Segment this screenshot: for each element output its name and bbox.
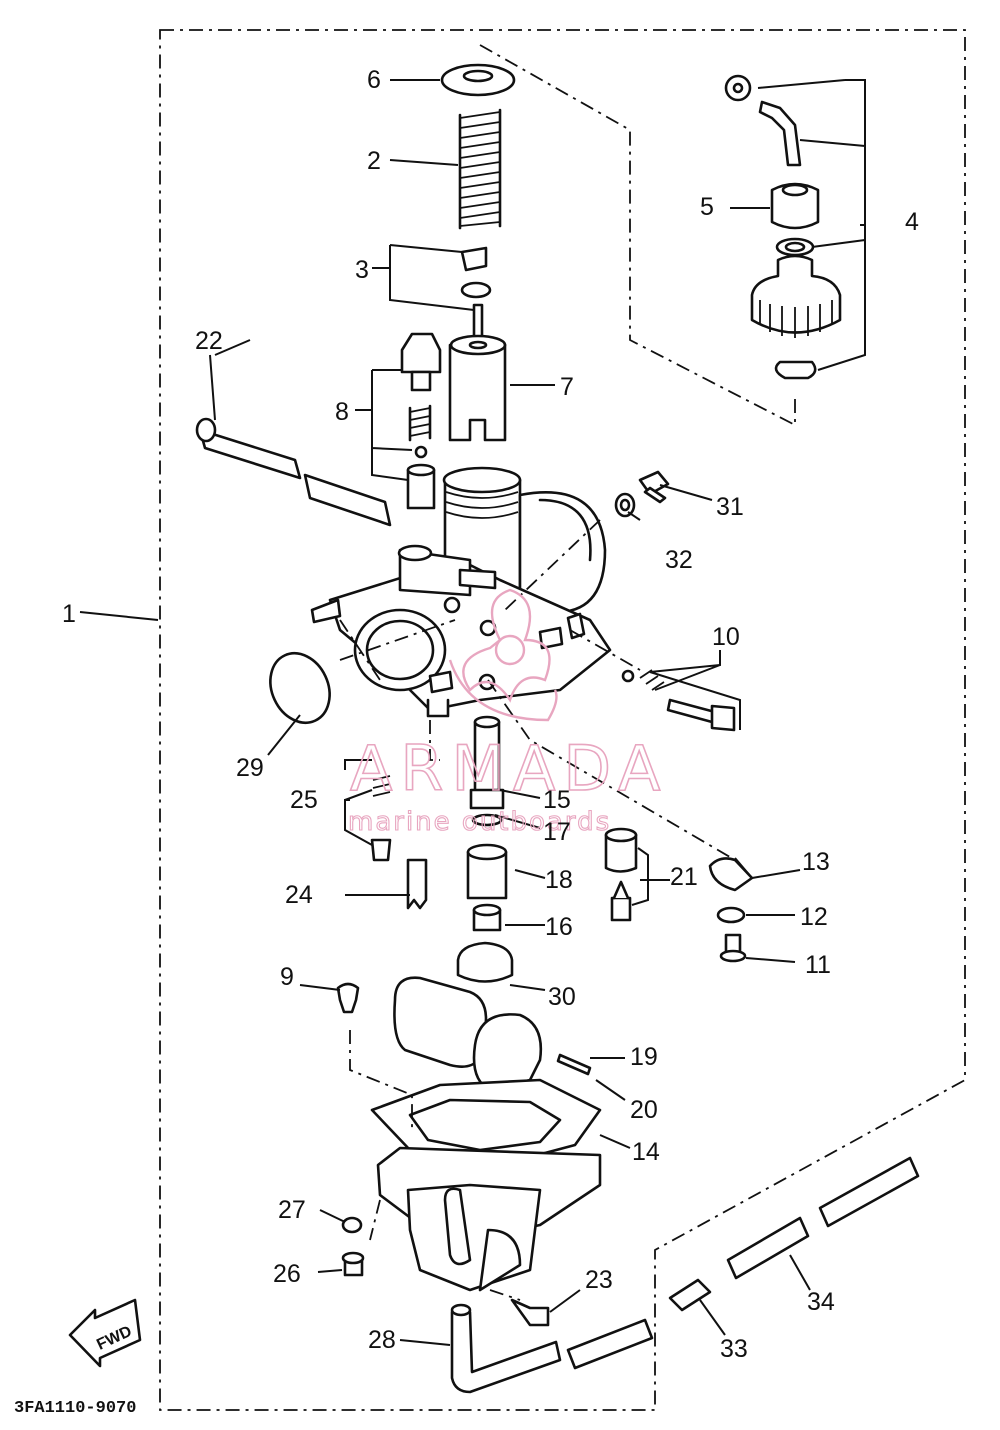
- watermark-tagline: marine outboards: [348, 807, 611, 837]
- pilot-screw-part: [400, 332, 442, 510]
- drain-bolt-part: [341, 1216, 365, 1277]
- callout-32: 32: [665, 546, 693, 574]
- drain-hose-part: [450, 1303, 654, 1394]
- float-pin-part: [556, 1053, 592, 1076]
- float-bowl-part: [370, 1078, 602, 1292]
- cap-screw-part: [614, 470, 670, 518]
- callout-22: 22: [195, 327, 223, 355]
- callout-21: 21: [670, 863, 698, 891]
- drawing-code: 3FA1110-9070: [14, 1399, 136, 1418]
- callout-28: 28: [368, 1326, 396, 1354]
- callout-labels: 1 2 3 4 5 6 7 8 9 10 11 12 13 14 15 16 1…: [62, 66, 919, 1363]
- callout-6: 6: [367, 66, 381, 94]
- callout-1: 1: [62, 600, 76, 628]
- callout-9: 9: [280, 963, 294, 991]
- carburetor-body-part: [310, 466, 612, 718]
- callout-25: 25: [290, 786, 318, 814]
- needle-jet-part: [466, 715, 508, 932]
- vent-hose-part: [195, 417, 392, 527]
- carb-cap-assembly-part: [724, 74, 842, 380]
- callout-24: 24: [285, 881, 313, 909]
- callout-15: 15: [543, 786, 571, 814]
- throttle-valve-part: [448, 303, 507, 442]
- throttle-stop-screw-part: [621, 669, 736, 732]
- routing-dashes: [339, 519, 736, 1301]
- callout-20: 20: [630, 1096, 658, 1124]
- float-cap-part: [456, 941, 514, 983]
- callout-29: 29: [236, 754, 264, 782]
- callout-3: 3: [355, 256, 369, 284]
- callout-4: 4: [905, 208, 919, 236]
- callout-17: 17: [543, 818, 571, 846]
- callout-5: 5: [700, 193, 714, 221]
- watermark-logo: ARMADA marine outboards: [347, 588, 668, 838]
- throttle-spring-part: [458, 108, 502, 230]
- starter-plunger-part: [370, 775, 428, 910]
- callout-19: 19: [630, 1043, 658, 1071]
- callout-7: 7: [560, 373, 574, 401]
- callout-33: 33: [720, 1335, 748, 1363]
- callout-14: 14: [632, 1138, 660, 1166]
- callout-10: 10: [712, 623, 740, 651]
- callout-11: 11: [805, 951, 831, 979]
- callout-2: 2: [367, 147, 381, 175]
- leader-lines: [79, 79, 866, 1346]
- assembly-boundary: [159, 29, 966, 1411]
- callout-27: 27: [278, 1196, 306, 1224]
- bracket-plate-part: [708, 857, 754, 963]
- callout-31: 31: [716, 493, 744, 521]
- cap-group-line: [479, 44, 796, 427]
- callout-13: 13: [802, 848, 830, 876]
- callout-23: 23: [585, 1266, 613, 1294]
- callout-26: 26: [273, 1260, 301, 1288]
- callout-8: 8: [335, 398, 349, 426]
- o-ring-part: [269, 651, 331, 725]
- needle-clip-part: [460, 246, 492, 299]
- callout-30: 30: [548, 983, 576, 1011]
- callout-16: 16: [545, 913, 573, 941]
- watermark-brand: ARMADA: [350, 732, 668, 805]
- float-part: [393, 976, 543, 1092]
- callout-18: 18: [545, 866, 573, 894]
- hose-joint-part: [668, 1156, 920, 1312]
- callout-34: 34: [807, 1288, 835, 1316]
- drain-screw-part: [336, 982, 360, 1014]
- needle-valve-part: [604, 827, 638, 922]
- forward-arrow-icon: FWD: [68, 1298, 142, 1368]
- washer-part: [440, 63, 516, 97]
- air-screw-part: [510, 1298, 550, 1327]
- callout-12: 12: [800, 903, 828, 931]
